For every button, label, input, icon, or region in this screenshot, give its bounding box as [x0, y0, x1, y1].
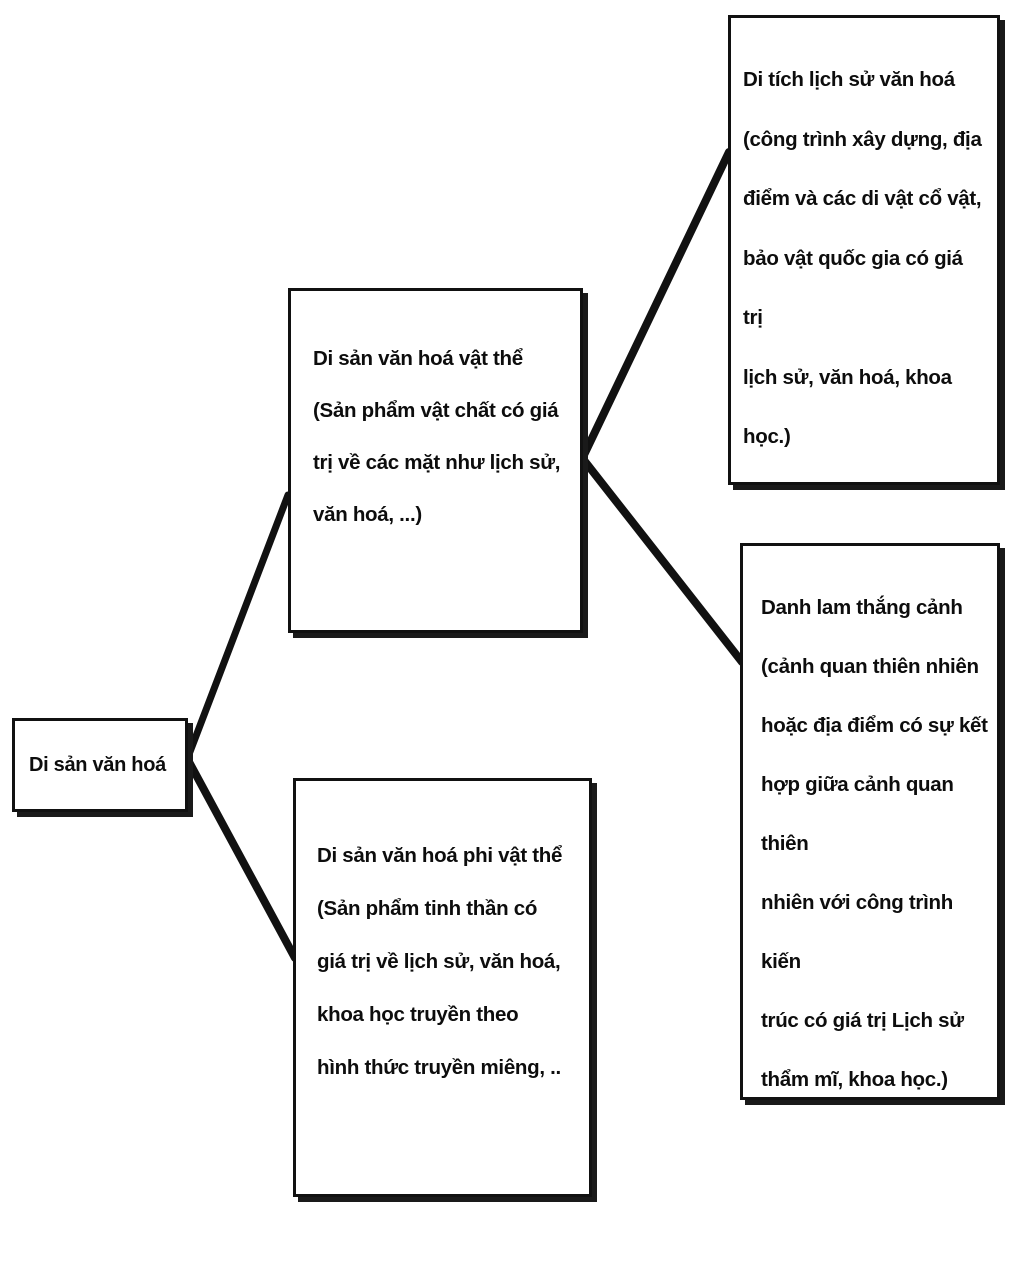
node-di-san-van-hoa-phi-vat-the[interactable]: Di sản văn hoá phi vật thể (Sản phẩm tin… — [293, 778, 592, 1197]
connector-tangible-to-relic — [579, 148, 733, 461]
connector-tangible-to-scenic — [579, 455, 746, 666]
node-root-label: Di sản văn hoá — [29, 754, 166, 776]
node-intangible-label: Di sản văn hoá phi vật thể (Sản phẩm tin… — [317, 844, 563, 1079]
connector-root-to-tangible — [184, 491, 292, 761]
node-scenic-label: Danh lam thắng cảnh (cảnh quan thiên nhi… — [761, 596, 988, 1091]
node-di-tich-lich-su-van-hoa[interactable]: Di tích lịch sử văn hoá (công trình xây … — [728, 15, 1000, 485]
node-di-san-van-hoa-vat-the[interactable]: Di sản văn hoá vật thể (Sản phẩm vật chấ… — [288, 288, 583, 633]
node-tangible-label: Di sản văn hoá vật thể (Sản phẩm vật chấ… — [313, 347, 561, 526]
node-relic-label: Di tích lịch sử văn hoá (công trình xây … — [743, 68, 982, 448]
node-danh-lam-thang-canh[interactable]: Danh lam thắng cảnh (cảnh quan thiên nhi… — [740, 543, 1000, 1100]
connector-root-to-intangible — [184, 756, 299, 962]
node-di-san-van-hoa[interactable]: Di sản văn hoá — [12, 718, 188, 812]
